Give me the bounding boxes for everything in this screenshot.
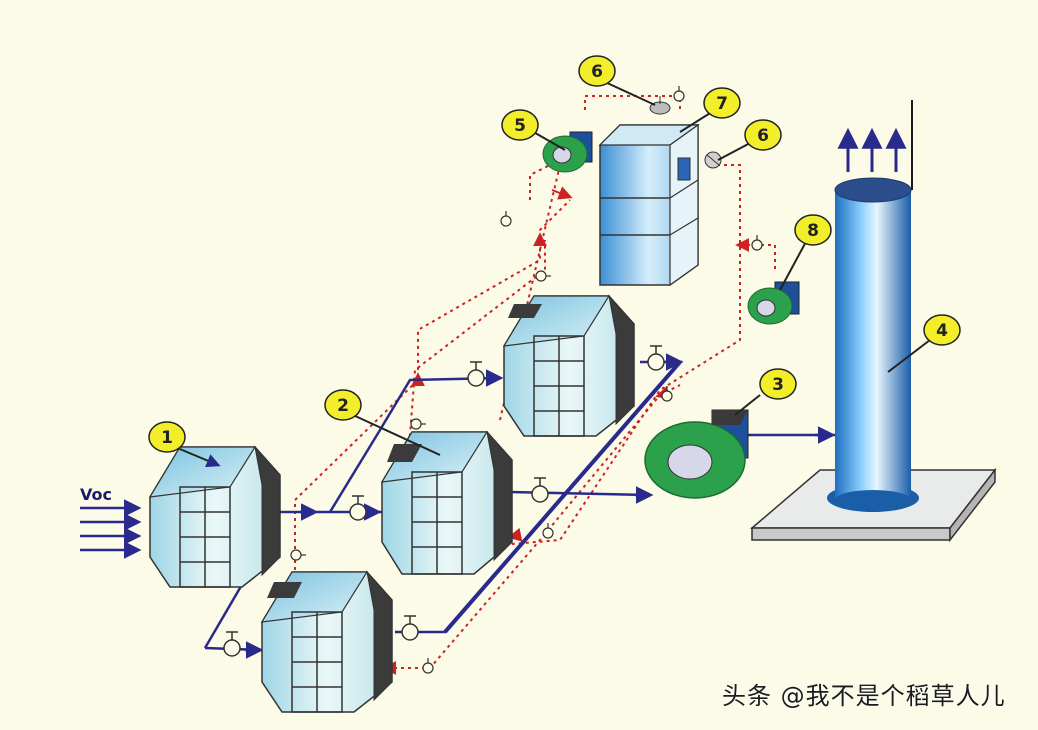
valve-small xyxy=(751,235,763,251)
badge-3: 3 xyxy=(759,368,797,400)
valve-small xyxy=(542,523,554,539)
svg-text:6: 6 xyxy=(591,62,603,82)
voc-inlet-arrows xyxy=(80,499,142,559)
badge-4: 4 xyxy=(923,314,961,346)
badge-2: 2 xyxy=(324,389,362,421)
exhaust-stack xyxy=(827,100,919,512)
svg-text:5: 5 xyxy=(514,116,526,136)
valve xyxy=(349,495,367,521)
adsorber-2 xyxy=(380,430,513,575)
svg-text:1: 1 xyxy=(161,428,173,448)
valve-small xyxy=(500,211,512,227)
valve-small xyxy=(422,658,434,674)
small-fan-8 xyxy=(747,281,800,325)
badge-7: 7 xyxy=(703,87,741,119)
valve-small xyxy=(290,549,306,561)
watermark: 头条 @我不是个稻草人儿 xyxy=(722,682,1006,710)
svg-text:3: 3 xyxy=(772,375,784,395)
svg-text:8: 8 xyxy=(807,221,819,241)
heater-6b xyxy=(704,151,722,169)
badge-6-top: 6 xyxy=(578,55,616,87)
voc-label: Voc xyxy=(80,485,112,504)
main-fan xyxy=(644,409,749,499)
exhaust-arrows xyxy=(837,127,907,172)
badge-1: 1 xyxy=(148,421,186,453)
valve xyxy=(223,631,241,657)
adsorber-1 xyxy=(148,445,281,588)
badge-leaders xyxy=(174,81,931,468)
valve xyxy=(647,345,665,371)
small-valves xyxy=(290,86,763,674)
valve-small xyxy=(661,386,673,402)
valve-small xyxy=(535,270,551,282)
valve xyxy=(401,615,419,641)
return-duct xyxy=(443,360,682,634)
adsorber-4 xyxy=(260,570,393,713)
valve-small xyxy=(673,86,685,102)
small-fan-5 xyxy=(542,131,593,173)
valve-small xyxy=(410,418,426,430)
catalytic-tower xyxy=(598,123,700,287)
badge-5: 5 xyxy=(501,109,539,141)
badge-6-right: 6 xyxy=(744,119,782,151)
svg-text:7: 7 xyxy=(716,94,728,114)
valves xyxy=(223,345,665,657)
svg-text:4: 4 xyxy=(936,321,948,341)
adsorber-3 xyxy=(502,294,635,437)
badge-8: 8 xyxy=(794,214,832,246)
svg-text:6: 6 xyxy=(757,126,769,146)
valve xyxy=(467,361,485,387)
valve xyxy=(531,477,549,503)
svg-text:2: 2 xyxy=(337,396,349,416)
